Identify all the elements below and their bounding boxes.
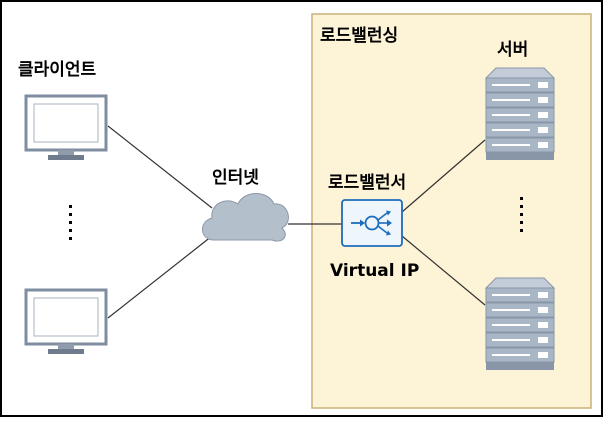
load-balancer-label: 로드밸런서 bbox=[328, 173, 406, 193]
line-load-balancer-to-server-top bbox=[401, 139, 486, 213]
line-load-balancer-to-server-bottom bbox=[401, 235, 486, 306]
virtual-ip-label: Virtual IP bbox=[330, 261, 419, 281]
load-balancer-icon bbox=[341, 199, 403, 247]
more-servers-ellipsis bbox=[520, 197, 523, 232]
line-client-top-to-internet bbox=[107, 125, 213, 209]
cloud-icon bbox=[202, 193, 289, 242]
connection-lines bbox=[107, 125, 486, 319]
monitor-icon bbox=[24, 288, 108, 354]
monitor-icon bbox=[24, 94, 108, 160]
clients-label: 클라이언트 bbox=[18, 60, 97, 80]
servers-label: 서버 bbox=[497, 40, 528, 60]
server-rack-icon bbox=[484, 67, 556, 160]
line-client-bottom-to-internet bbox=[107, 235, 213, 319]
load-balancing-region-label: 로드밸런싱 bbox=[320, 26, 398, 46]
more-clients-ellipsis bbox=[69, 205, 72, 240]
server-rack-icon bbox=[484, 277, 556, 370]
internet-label: 인터넷 bbox=[212, 168, 259, 188]
